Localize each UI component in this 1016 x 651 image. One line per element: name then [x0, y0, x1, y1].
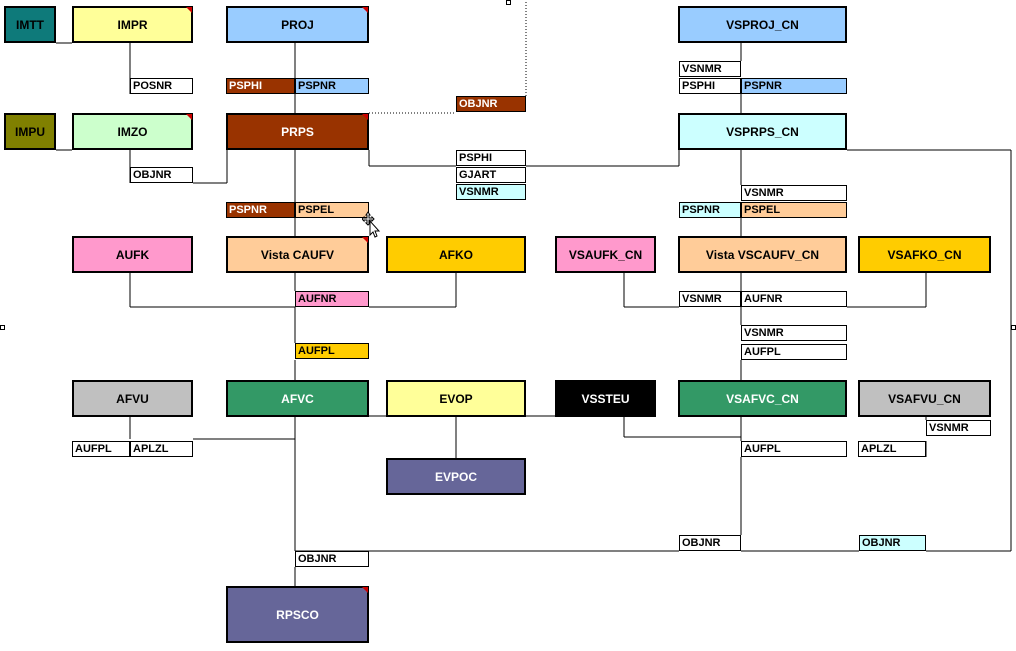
field-vsnmr: VSNMR	[679, 61, 741, 77]
table-label: VSPROJ_CN	[726, 17, 799, 32]
field-psphi: PSPHI	[456, 150, 526, 166]
table-proj[interactable]: PROJ	[226, 6, 369, 43]
field-aplzl: APLZL	[130, 441, 193, 457]
table-label: EVPOC	[434, 469, 477, 484]
table-afvc[interactable]: AFVC	[226, 380, 369, 417]
table-evop[interactable]: EVOP	[386, 380, 526, 417]
table-label: VSSTEU	[581, 391, 630, 406]
selection-handle-right[interactable]	[1011, 325, 1016, 330]
table-label: VSAFVC_CN	[726, 391, 799, 406]
field-objnr: OBJNR	[859, 535, 926, 551]
table-afvu[interactable]: AFVU	[72, 380, 193, 417]
table-label: AFVC	[281, 391, 314, 406]
table-label: Vista VSCAUFV_CN	[705, 247, 820, 262]
table-imzo[interactable]: IMZO	[72, 113, 193, 150]
table-vsafvc-cn[interactable]: VSAFVC_CN	[678, 380, 847, 417]
comment-marker	[362, 237, 368, 243]
comment-marker	[362, 7, 368, 13]
table-label: IMTT	[16, 17, 44, 32]
table-prps[interactable]: PRPS	[226, 113, 369, 150]
table-aufk[interactable]: AUFK	[72, 236, 193, 273]
field-objnr: OBJNR	[130, 167, 193, 183]
field-posnr: POSNR	[130, 78, 193, 94]
field-objnr: OBJNR	[456, 96, 526, 112]
field-vsnmr: VSNMR	[741, 325, 847, 341]
field-vsnmr: VSNMR	[679, 291, 741, 307]
table-vsprps-cn[interactable]: VSPRPS_CN	[678, 113, 847, 150]
comment-marker	[362, 587, 368, 593]
comment-marker	[186, 7, 192, 13]
field-pspel: PSPEL	[741, 202, 847, 218]
table-label: IMZO	[117, 124, 148, 139]
table-label: AUFK	[115, 247, 150, 262]
table-label: PRPS	[281, 124, 314, 139]
table-label: AFKO	[439, 247, 473, 262]
field-aufnr: AUFNR	[741, 291, 847, 307]
table-evpoc[interactable]: EVPOC	[386, 458, 526, 495]
field-aufpl: AUFPL	[741, 344, 847, 360]
field-pspnr: PSPNR	[295, 78, 369, 94]
field-aufpl: AUFPL	[741, 441, 847, 457]
table-label: VSPRPS_CN	[726, 124, 799, 139]
field-pspnr: PSPNR	[226, 202, 295, 218]
table-vista-caufv[interactable]: Vista CAUFV	[226, 236, 369, 273]
table-label: RPSCO	[276, 607, 319, 622]
field-objnr: OBJNR	[679, 535, 741, 551]
field-aplzl: APLZL	[858, 441, 926, 457]
field-psphi: PSPHI	[226, 78, 295, 94]
selection-handle-top[interactable]	[506, 0, 511, 5]
field-vsnmr: VSNMR	[926, 420, 991, 436]
comment-marker	[186, 114, 192, 120]
field-gjart: GJART	[456, 167, 526, 183]
table-impu[interactable]: IMPU	[4, 113, 56, 150]
table-imtt[interactable]: IMTT	[4, 6, 56, 43]
table-label: IMPU	[15, 124, 45, 139]
table-rpsco[interactable]: RPSCO	[226, 586, 369, 643]
field-pspnr: PSPNR	[679, 202, 741, 218]
table-vsaufk-cn[interactable]: VSAUFK_CN	[555, 236, 656, 273]
selection-handle-left[interactable]	[0, 325, 5, 330]
table-vsafvu-cn[interactable]: VSAFVU_CN	[858, 380, 991, 417]
table-vssteu[interactable]: VSSTEU	[555, 380, 656, 417]
table-label: VSAUFK_CN	[568, 247, 643, 262]
field-objnr: OBJNR	[295, 551, 369, 567]
field-vsnmr: VSNMR	[456, 184, 526, 200]
field-aufpl: AUFPL	[295, 343, 369, 359]
table-label: EVOP	[439, 391, 473, 406]
table-vista-vscaufv-cn[interactable]: Vista VSCAUFV_CN	[678, 236, 847, 273]
move-cursor-icon	[362, 211, 381, 238]
field-vsnmr: VSNMR	[741, 185, 847, 201]
table-label: IMPR	[117, 17, 148, 32]
table-label: PROJ	[281, 17, 314, 32]
table-label: AFVU	[116, 391, 149, 406]
field-aufnr: AUFNR	[295, 291, 369, 307]
field-pspel: PSPEL	[295, 202, 369, 218]
table-impr[interactable]: IMPR	[72, 6, 193, 43]
field-aufpl: AUFPL	[72, 441, 130, 457]
table-vsafko-cn[interactable]: VSAFKO_CN	[858, 236, 991, 273]
field-psphi: PSPHI	[679, 78, 741, 94]
table-vsproj-cn[interactable]: VSPROJ_CN	[678, 6, 847, 43]
comment-marker	[362, 114, 368, 120]
table-label: VSAFKO_CN	[887, 247, 962, 262]
table-afko[interactable]: AFKO	[386, 236, 526, 273]
field-pspnr: PSPNR	[741, 78, 847, 94]
table-label: Vista CAUFV	[260, 247, 335, 262]
table-label: VSAFVU_CN	[888, 391, 961, 406]
